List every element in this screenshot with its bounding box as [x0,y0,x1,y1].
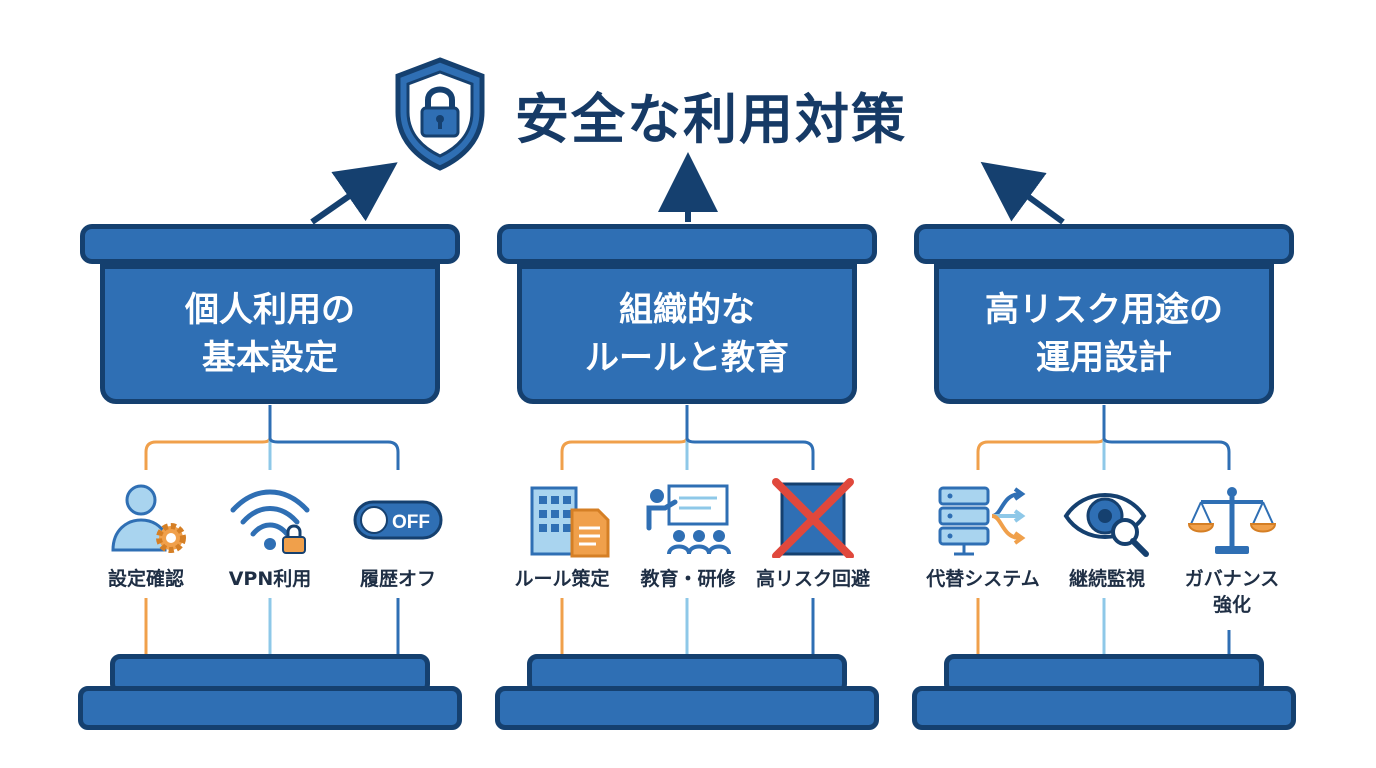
pillar-3-title: 高リスク用途の 運用設計 [985,290,1223,378]
pillar-3-base-bottom [912,686,1296,730]
pillar-3-cap [914,224,1294,264]
item-label-rule-making: ルール策定 [514,568,610,590]
page-title: 安全な利用対策 [515,88,907,151]
item-label-alternative-system: 代替システム [926,568,1040,590]
pillar-2-cap [497,224,877,264]
item-label-continuous-monitoring: 継続監視 [1068,568,1145,590]
wifi-lock-icon [230,489,310,554]
pillar-1-title: 個人利用の 基本設定 [185,290,355,378]
item-label-high-risk-avoidance: 高リスク回避 [755,568,870,590]
building-document-icon [530,486,610,558]
user-gear-icon [111,484,186,553]
item-label-vpn: VPN利用 [228,568,312,590]
pillar-2-title: 組織的な ルールと教育 [585,290,789,378]
arrow-right [980,161,1065,225]
presentation-training-icon [646,484,731,555]
server-routing-icon [938,486,1026,556]
eye-magnifier-icon [1063,493,1149,557]
pillar-1-cap [80,224,460,264]
item-label-settings-check: 設定確認 [107,568,184,590]
pillar-2-tree [560,405,815,655]
crossed-out-icon [772,478,854,558]
pillar-3-panel: 高リスク用途の 運用設計 [934,264,1274,404]
toggle-off-text: OFF [392,512,430,533]
item-label-history-off: 履歴オフ [359,568,436,590]
pillar-2-panel: 組織的な ルールと教育 [517,264,857,404]
arrow-left [310,162,398,225]
toggle-off-icon: OFF [353,500,443,540]
item-label-education-training: 教育・研修 [640,568,736,590]
pillar-1-tree [144,405,400,655]
item-label-governance: ガバナンス 強化 [1184,568,1280,616]
pillar-3-tree [976,405,1231,655]
pillar-2-base-bottom [495,686,879,730]
pillar-1-base-bottom [78,686,462,730]
pillar-1-panel: 個人利用の 基本設定 [100,264,440,404]
shield-lock-icon [395,57,485,171]
balance-scale-icon [1187,487,1277,554]
